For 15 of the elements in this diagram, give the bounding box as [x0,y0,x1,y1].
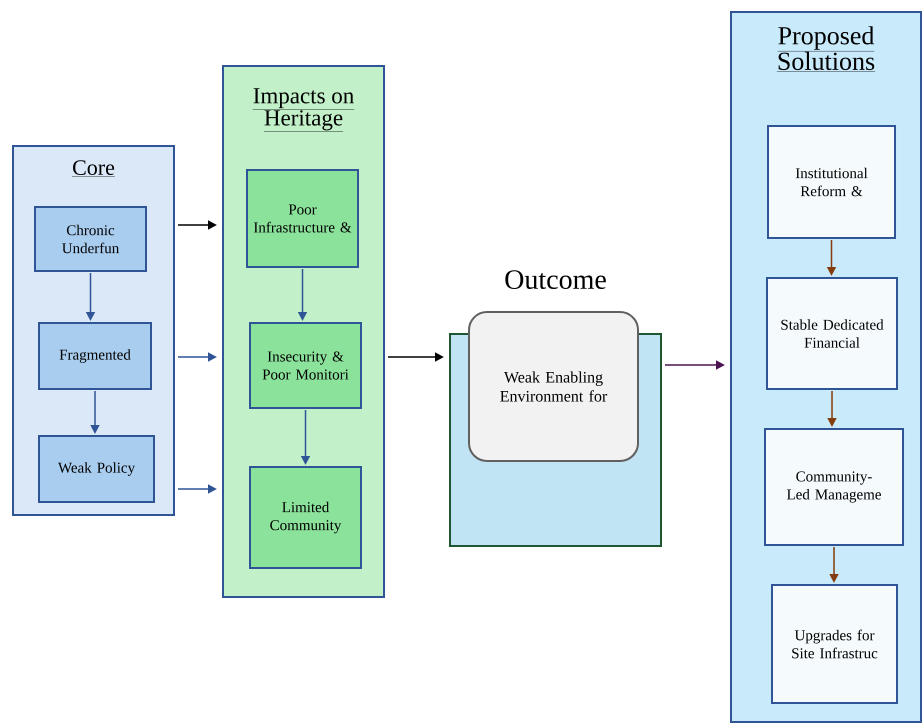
process-box: Fragmented [38,322,152,390]
panel-title: Impacts on Heritage [252,88,354,132]
process-box: Weak Policy [38,435,155,503]
process-box: Chronic Underfun [34,206,147,272]
panel-title: Outcome [505,270,606,289]
process-box: Stable Dedicated Financial [766,277,898,390]
process-box: Insecurity & Poor Monitori [249,322,362,409]
process-box: Limited Community [249,466,362,569]
panel-title: Core [72,160,116,177]
process-box: Community-Led Manageme [764,428,904,546]
process-box: Poor Infrastructure & [246,169,359,268]
rounded-box: Weak Enabling Environment for [468,311,639,462]
process-box: Upgrades for Site Infrastruc [771,584,898,704]
panel-title: Proposed Solutions [776,26,876,72]
process-box: Institutional Reform & [767,125,896,239]
